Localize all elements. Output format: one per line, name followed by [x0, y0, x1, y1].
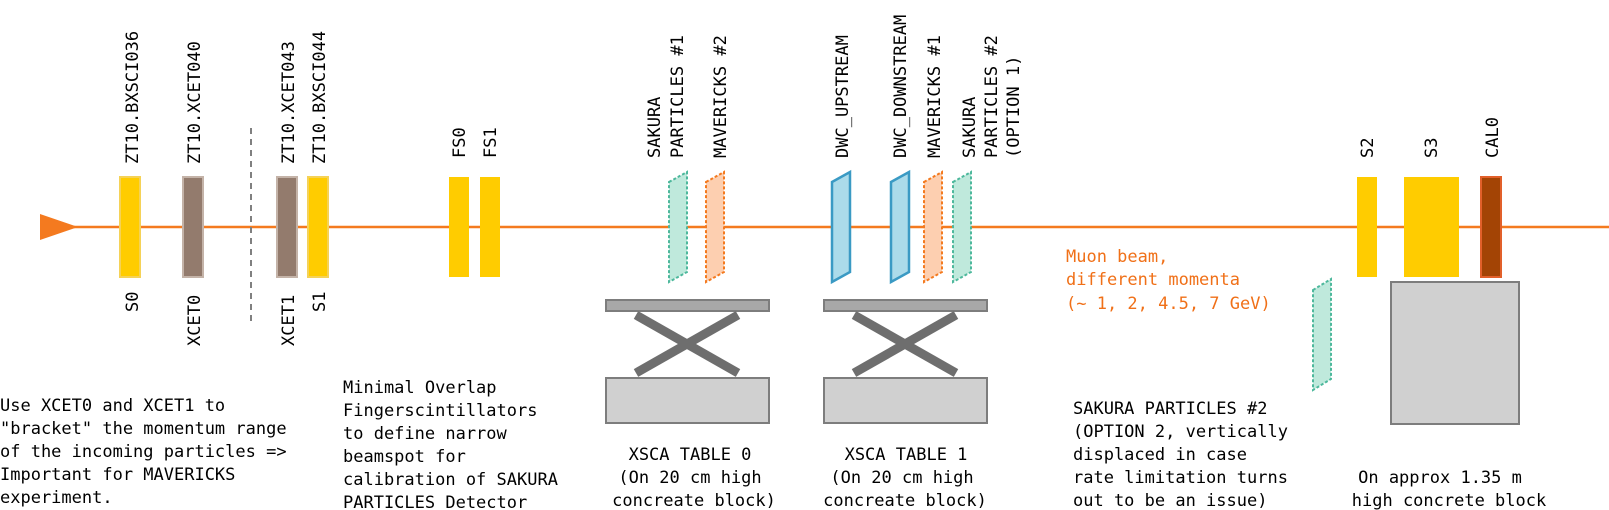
- note-table1-line3: concreate block): [823, 491, 987, 510]
- finger-fs1: [480, 177, 500, 277]
- note-xcet-line3: of the incoming particles =>: [0, 442, 287, 462]
- note-table0-line1: XSCA TABLE 0: [629, 445, 752, 465]
- dwc-downstream: [889, 169, 911, 285]
- note-xcet-line5: experiment.: [0, 488, 113, 508]
- dwc-upstream: [830, 169, 852, 285]
- beam-arrow: [40, 214, 78, 240]
- label-fs0: FS0: [450, 127, 470, 158]
- label-s3: S3: [1422, 138, 1442, 158]
- label-sakura2-c: (OPTION 1): [1004, 56, 1024, 158]
- label-xcet043: ZT10.XCET043: [279, 41, 299, 164]
- scint-s1: [307, 176, 329, 278]
- label-dwc-downstream: DWC_DOWNSTREAM: [891, 15, 911, 158]
- cherenkov-xcet1: [276, 176, 298, 278]
- label-s1: S1: [310, 292, 330, 312]
- note-xcet-line1: Use XCET0 and XCET1 to: [0, 396, 225, 416]
- note-table1-line1: XSCA TABLE 1: [845, 445, 968, 465]
- note-table0-line3: concreate block): [612, 491, 776, 510]
- sakura-particles-2-opt2: [1312, 277, 1332, 392]
- note-xcet-line4: Important for MAVERICKS: [0, 465, 235, 485]
- cherenkov-xcet0: [182, 176, 204, 278]
- sakura-particles-1: [668, 170, 688, 284]
- note-fingers-line5: calibration of SAKURA: [343, 470, 558, 490]
- mavericks-2: [705, 170, 725, 284]
- note-fingers-line1: Minimal Overlap: [343, 378, 497, 398]
- label-s2: S2: [1358, 138, 1378, 158]
- note-fingers-line4: beamspot for: [343, 447, 466, 467]
- scint-s0: [119, 176, 141, 278]
- note-sakura-opt2-line1: SAKURA PARTICLES #2: [1073, 399, 1267, 419]
- label-xcet040: ZT10.XCET040: [185, 41, 205, 164]
- note-concrete-line1: On approx 1.35 m: [1358, 468, 1522, 488]
- scint-s3: [1404, 177, 1459, 277]
- label-sakura2-b: PARTICLES #2: [982, 35, 1002, 158]
- note-fingers-line3: to define narrow: [343, 424, 508, 444]
- label-mavericks2: MAVERICKS #2: [711, 35, 731, 158]
- label-xcet0: XCET0: [185, 295, 205, 346]
- note-table0-line2: (On 20 cm high: [618, 468, 761, 488]
- note-sakura-opt2-line2: (OPTION 2, vertically: [1073, 422, 1288, 442]
- calorimeter-cal0: [1480, 176, 1502, 278]
- xsca-table-0: [605, 299, 770, 424]
- note-xcet-line2: "bracket" the momentum range: [0, 419, 287, 439]
- label-sakura2-a: SAKURA: [960, 97, 980, 158]
- label-cal0: CAL0: [1483, 117, 1503, 158]
- label-mavericks1: MAVERICKS #1: [925, 35, 945, 158]
- label-dwc-upstream: DWC_UPSTREAM: [833, 35, 853, 158]
- label-bxsci036: ZT10.BXSCI036: [123, 31, 143, 164]
- note-concrete-line2: high concrete block: [1352, 491, 1546, 510]
- xsca-table-1: [823, 299, 988, 424]
- note-fingers-line2: Fingerscintillators: [343, 401, 537, 421]
- scint-s2: [1357, 177, 1377, 277]
- note-fingers-line6: PARTICLES Detector: [343, 493, 527, 510]
- note-sakura-opt2-line5: out to be an issue): [1073, 491, 1267, 510]
- muon-note-line1: Muon beam,: [1066, 247, 1168, 267]
- note-sakura-opt2-line3: displaced in case: [1073, 445, 1247, 465]
- muon-note-line2: different momenta: [1066, 270, 1240, 290]
- label-fs1: FS1: [481, 127, 501, 158]
- mavericks-1: [923, 170, 943, 284]
- note-sakura-opt2-line4: rate limitation turns: [1073, 468, 1288, 488]
- label-bxsci044: ZT10.BXSCI044: [310, 31, 330, 164]
- note-table1-line2: (On 20 cm high: [830, 468, 973, 488]
- muon-note-line3: (~ 1, 2, 4.5, 7 GeV): [1066, 294, 1271, 314]
- finger-fs0: [449, 177, 469, 277]
- label-xcet1: XCET1: [279, 295, 299, 346]
- label-sakura1-a: SAKURA: [645, 97, 665, 158]
- label-sakura1-b: PARTICLES #1: [668, 35, 688, 158]
- concrete-block: [1390, 281, 1520, 425]
- sakura-particles-2-opt1: [952, 170, 972, 284]
- label-s0: S0: [123, 292, 143, 312]
